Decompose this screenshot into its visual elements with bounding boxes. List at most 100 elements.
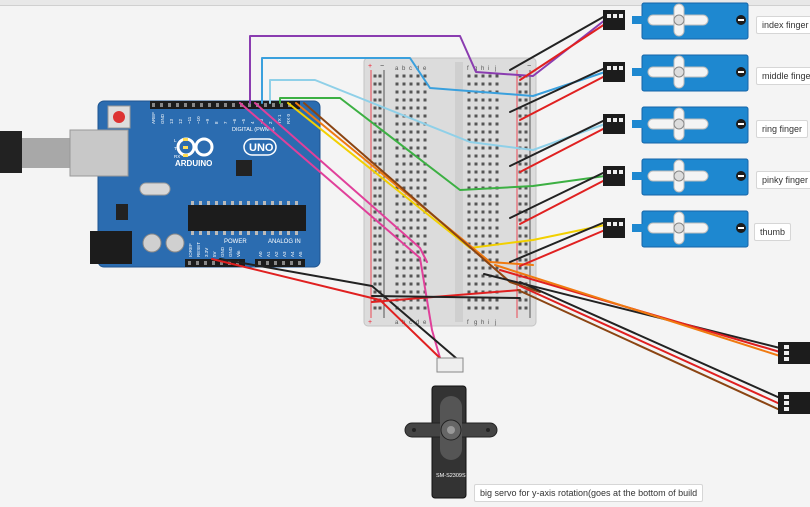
- wire-red: [519, 229, 606, 267]
- bb-col-letter: e: [423, 66, 427, 72]
- bb-col-letter: j: [494, 320, 496, 326]
- servo-ring[interactable]: [603, 106, 749, 144]
- bb-col-letter: a: [395, 320, 399, 326]
- crystal: [139, 182, 171, 196]
- wire-black: [509, 171, 606, 219]
- atmega-chip: [188, 205, 306, 231]
- wire-blue: [261, 57, 606, 104]
- servo-pinky[interactable]: [603, 158, 749, 196]
- wire-black: [509, 67, 606, 113]
- bb-col-letter: b: [402, 66, 406, 72]
- bb-col-letter: c: [409, 66, 412, 72]
- usb-chip: [236, 160, 252, 176]
- label-big-servo[interactable]: big servo for y-axis rotation(goes at th…: [474, 484, 704, 502]
- pin-label: 3.3V: [204, 248, 209, 257]
- wire-pink: [254, 102, 428, 263]
- pin-label: ~9: [205, 118, 210, 124]
- wire-red: [519, 127, 606, 173]
- servo-connector: [603, 114, 625, 134]
- wire-black: [371, 295, 521, 299]
- usb-port: [69, 129, 129, 177]
- big-servo[interactable]: SM-S2309S: [404, 357, 498, 499]
- pin-label: AREF: [151, 112, 156, 124]
- wire-black: [509, 119, 606, 167]
- wire-lightblue: [269, 79, 606, 151]
- led-label: L: [174, 138, 177, 143]
- offscreen-servo-connector-1[interactable]: [778, 342, 810, 364]
- label-thumb[interactable]: thumb: [754, 223, 792, 241]
- big-servo-model: SM-S2309S: [436, 473, 466, 479]
- pin-label: RX 0: [286, 113, 291, 124]
- bb-col-letter: e: [423, 320, 427, 326]
- power-label: POWER: [224, 239, 247, 245]
- uno-label: UNO: [249, 142, 274, 154]
- pin-label: 7: [223, 121, 228, 124]
- wire-yellow: [287, 102, 606, 249]
- header-pins: [152, 103, 301, 265]
- bb-col-letter: a: [395, 66, 399, 72]
- arduino-uno-board[interactable]: UNO ARDUINO DIGITAL (PWM~) POWER ANALOG …: [0, 100, 321, 268]
- pin-label: GND: [220, 246, 225, 257]
- finger-servos[interactable]: [603, 2, 810, 414]
- capacitor-2: [165, 233, 185, 253]
- wire-black: [519, 281, 781, 399]
- bb-col-letter: d: [416, 320, 419, 326]
- bb-col-letter: f: [467, 66, 469, 72]
- servo-index[interactable]: [603, 2, 749, 40]
- wire-green: [279, 97, 606, 191]
- pin-label: A3: [282, 251, 287, 257]
- pin-label: GND: [228, 246, 233, 257]
- pin-label: ~10: [196, 116, 201, 124]
- rail-plus-label-bottom: +: [368, 319, 372, 326]
- rail-minus-label-right: −: [527, 63, 531, 70]
- wire-red: [519, 23, 606, 81]
- wire-black: [483, 273, 781, 349]
- pin-label: GND: [160, 113, 165, 124]
- wire-red: [519, 285, 781, 405]
- pin-label: Vin: [236, 250, 241, 257]
- wire-orange: [494, 264, 781, 357]
- label-index-finger[interactable]: index finger: [756, 16, 810, 34]
- wire-brown: [517, 289, 781, 411]
- pin-label: A0: [258, 251, 263, 257]
- bb-col-letter: c: [409, 320, 412, 326]
- chip-legs: [191, 201, 298, 235]
- pin-label: A1: [266, 251, 271, 257]
- servo-thumb[interactable]: [603, 210, 749, 248]
- wire-orange: [295, 102, 534, 266]
- wire-red: [519, 179, 606, 225]
- capacitor-1: [142, 233, 162, 253]
- wire-pink: [239, 102, 441, 359]
- digital-label: DIGITAL (PWM~): [232, 127, 275, 133]
- bb-col-letter: i: [488, 320, 489, 326]
- servo-middle[interactable]: [603, 54, 749, 92]
- pin-label: TX 1: [277, 114, 282, 124]
- label-pinky-finger[interactable]: pinky finger: [756, 171, 810, 189]
- regulator: [116, 204, 128, 220]
- bb-col-letter: h: [481, 320, 484, 326]
- usb-plug: [22, 138, 70, 168]
- pin-label: IOREF: [188, 243, 193, 257]
- wire-black: [509, 221, 606, 263]
- wires[interactable]: [211, 15, 781, 411]
- pin-label: A2: [274, 251, 279, 257]
- bb-col-letter: j: [494, 66, 496, 72]
- reset-button-cap: [113, 111, 125, 123]
- pin-label: 4: [250, 121, 255, 124]
- label-ring-finger[interactable]: ring finger: [756, 120, 809, 138]
- bb-col-letter: f: [467, 320, 469, 326]
- servo-connector: [603, 10, 625, 30]
- offscreen-servo-connector-2[interactable]: [778, 392, 810, 414]
- label-middle-finger[interactable]: middle finger: [756, 67, 810, 85]
- pin-label: 2: [268, 121, 273, 124]
- toolbar-strip: [0, 0, 810, 6]
- pin-label: A5: [298, 251, 303, 257]
- wire-black: [509, 15, 606, 71]
- pin-label: 13: [169, 118, 174, 124]
- wire-black: [219, 258, 457, 359]
- wire-purple: [249, 19, 606, 104]
